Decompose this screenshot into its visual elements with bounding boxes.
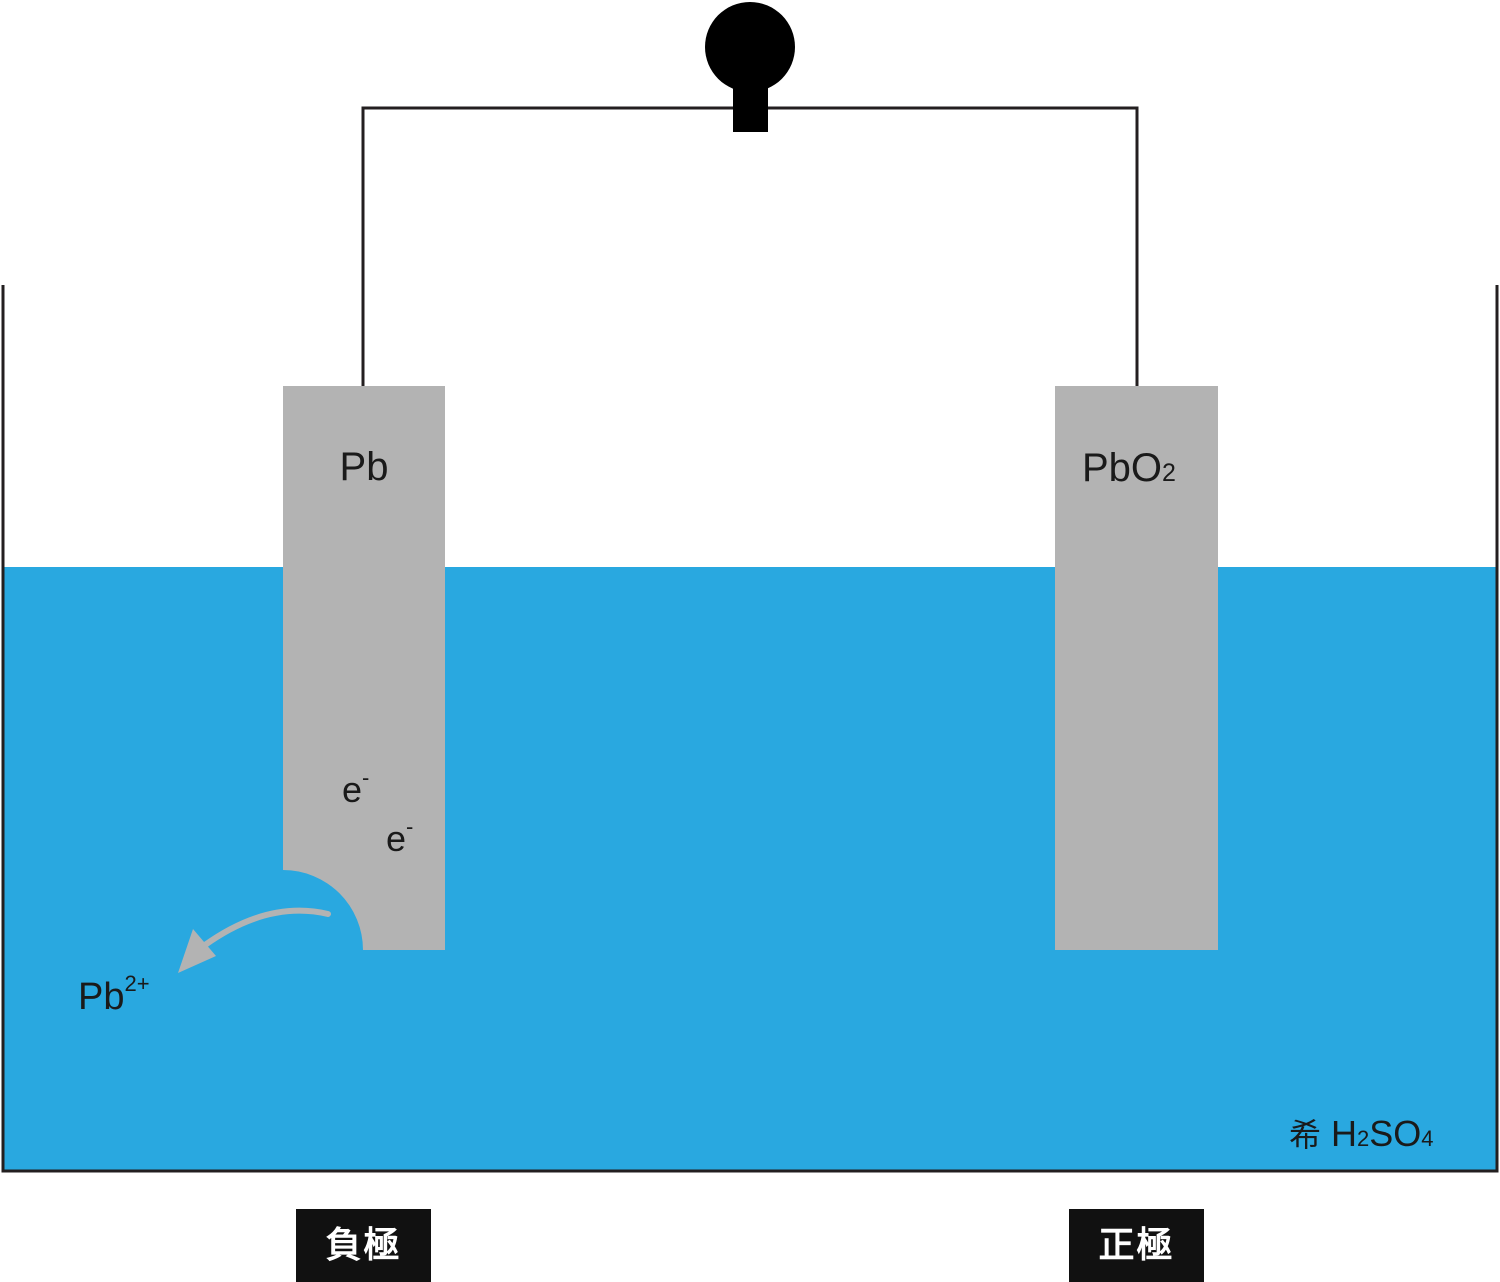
lead-ion-charge: 2+ — [124, 971, 149, 996]
electron-charge: - — [406, 814, 413, 839]
electrolyte-solution — [3, 567, 1497, 1171]
electron-symbol: e — [386, 818, 406, 859]
positive-electrode-label: 正極 — [1069, 1209, 1204, 1282]
electron-charge: - — [362, 765, 369, 790]
electrolyte-formula-h: H — [1331, 1113, 1357, 1154]
cathode-electrode — [1055, 386, 1218, 950]
cathode-material-base: PbO — [1082, 446, 1162, 490]
electron-label: e- — [342, 765, 369, 810]
electrolyte-formula-h-sub: 2 — [1357, 1126, 1369, 1151]
curved-arrow-icon — [178, 907, 331, 973]
light-bulb-icon — [705, 2, 795, 132]
negative-electrode-label: 負極 — [296, 1209, 431, 1282]
anode-electrode — [283, 386, 445, 950]
electron-symbol: e — [342, 769, 362, 810]
electrolyte-formula-so-sub: 4 — [1421, 1126, 1433, 1151]
lead-ion-label: Pb2+ — [78, 971, 150, 1018]
external-wire — [361, 106, 1139, 386]
electrolyte-formula-so: SO — [1369, 1113, 1421, 1154]
lead-ion-symbol: Pb — [78, 976, 124, 1018]
anode-material-label: Pb — [340, 445, 389, 489]
electrolyte-prefix: 希 — [1289, 1116, 1321, 1154]
beaker — [1, 285, 1499, 1173]
cathode-material-subscript: 2 — [1162, 459, 1176, 487]
cathode-material-label: PbO2 — [1082, 446, 1176, 490]
electron-label: e- — [386, 814, 413, 859]
